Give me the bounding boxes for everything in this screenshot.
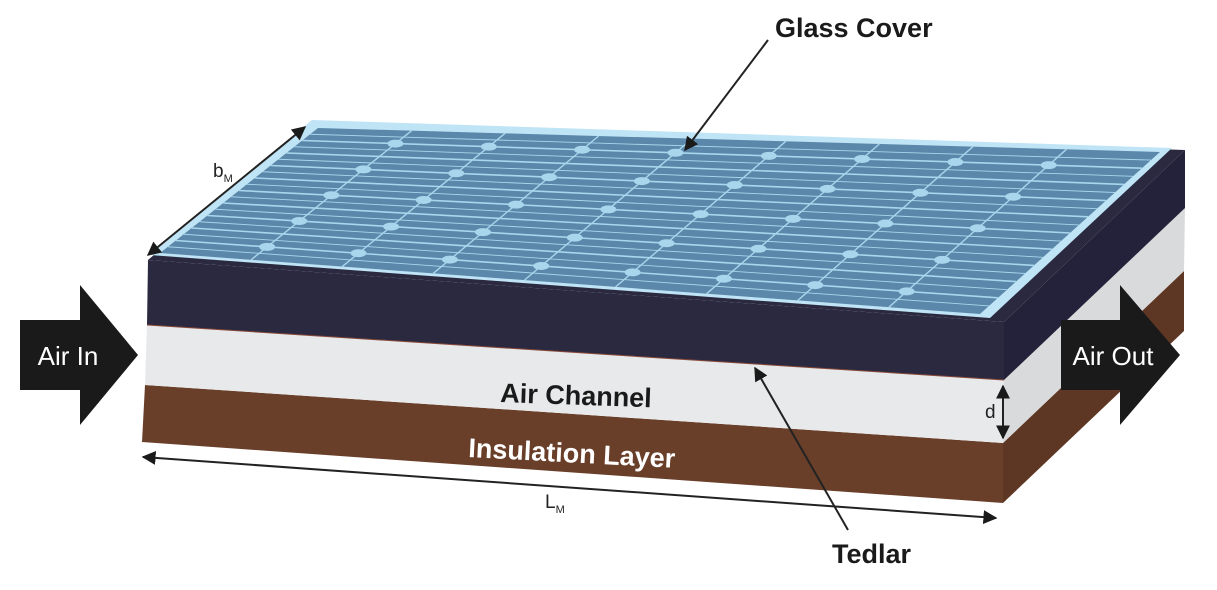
air-channel-front-face	[145, 325, 1004, 443]
cell-connector	[877, 219, 894, 228]
cell-row-line	[310, 133, 1152, 161]
cell-connector	[1040, 161, 1057, 170]
cell-connector	[441, 255, 458, 264]
cell-connector	[566, 233, 583, 242]
cell-connector	[383, 222, 400, 231]
tedlar-label: Tedlar	[832, 539, 912, 569]
cell-row-line	[238, 189, 1071, 234]
tedlar-front-face	[147, 260, 1004, 380]
cell-connector	[600, 205, 617, 214]
cell-connector	[350, 249, 367, 258]
cell-row-line	[231, 196, 1062, 242]
cell-row-line	[175, 239, 999, 299]
cell-row-line	[207, 214, 1035, 267]
cell-connector	[574, 145, 591, 154]
cell-row-line	[199, 221, 1026, 274]
cell-connector	[947, 158, 964, 167]
air-out-arrow	[1061, 285, 1180, 425]
cell-connector	[842, 250, 859, 259]
cell-row-line	[183, 233, 1008, 291]
cell-connector	[819, 184, 836, 193]
cell-row-line	[286, 152, 1125, 186]
cell-connector	[448, 169, 465, 178]
cell-connector	[658, 239, 675, 248]
length-dimension-arrow	[141, 450, 998, 525]
cell-row-line	[262, 171, 1098, 210]
cell-connector	[387, 139, 404, 148]
glass-cover-pointer	[684, 39, 769, 152]
cell-connector	[541, 173, 558, 182]
cell-connector	[912, 188, 929, 197]
air-in-label: Air In	[38, 341, 99, 371]
cell-connector	[726, 181, 743, 189]
width-dimension-label: bM	[213, 161, 233, 185]
air-in-arrow	[20, 285, 138, 425]
cell-connector	[854, 154, 871, 163]
pv-cell-area	[160, 128, 1160, 314]
cell-connector	[474, 228, 491, 237]
cell-row-line	[246, 183, 1080, 226]
cell-row-line	[270, 164, 1107, 202]
cell-connector	[969, 224, 986, 233]
tedlar-side-face	[1004, 150, 1185, 380]
pv-cell-grid	[167, 130, 1152, 308]
cell-connector	[533, 261, 550, 270]
cell-connector	[323, 191, 340, 200]
cell-connector	[259, 242, 276, 251]
cell-connector	[692, 210, 709, 219]
cell-row-line	[223, 202, 1053, 250]
depth-dimension-label: d	[985, 402, 996, 423]
cell-connector	[750, 244, 767, 253]
cell-connector	[807, 281, 824, 290]
cell-row-line	[167, 246, 990, 307]
cell-connector	[633, 177, 650, 186]
cell-row-line	[302, 139, 1143, 169]
cell-connector	[355, 165, 372, 174]
cell-row-line	[215, 208, 1044, 258]
cell-connector	[898, 287, 915, 296]
cell-row-line	[191, 227, 1017, 283]
cell-connector	[760, 151, 777, 160]
length-dimension-label: LM	[545, 492, 565, 516]
cell-connector	[667, 148, 684, 157]
cell-connector	[624, 268, 641, 277]
cell-row-line	[294, 146, 1134, 177]
cell-connector	[715, 274, 732, 283]
cell-row-line	[254, 177, 1089, 218]
cell-row-line	[278, 158, 1116, 193]
cell-connector	[1005, 192, 1022, 201]
air-channel-label: Air Channel	[500, 378, 652, 413]
tedlar-edge-line	[146, 324, 1005, 381]
width-dimension-arrow	[146, 126, 307, 256]
cell-connector	[508, 200, 524, 209]
cell-connector	[934, 255, 951, 264]
cell-connector	[415, 195, 432, 204]
cell-connector	[291, 217, 308, 226]
air-out-label: Air Out	[1073, 341, 1155, 371]
glass-cover-label: Glass Cover	[775, 13, 933, 43]
cell-connector	[785, 214, 801, 223]
cell-connector	[480, 142, 497, 151]
